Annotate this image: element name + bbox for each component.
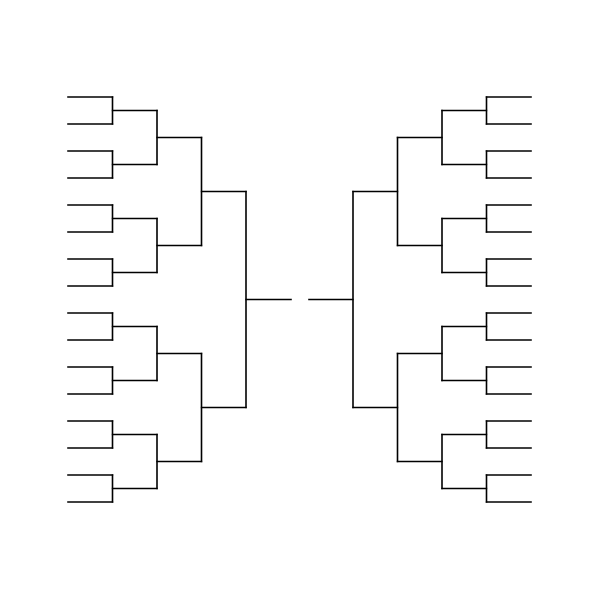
bracket-left-side: [67, 96, 247, 503]
bracket-right-side: [352, 96, 532, 503]
